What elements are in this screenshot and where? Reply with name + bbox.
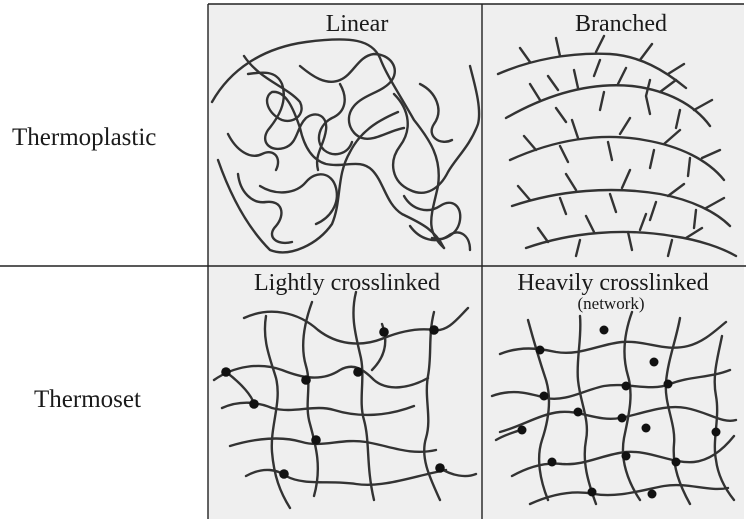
crosslink-node bbox=[600, 326, 609, 335]
crosslink-node bbox=[622, 452, 631, 461]
cell-branched-background bbox=[482, 4, 744, 266]
crosslink-node bbox=[518, 426, 527, 435]
crosslink-node bbox=[435, 463, 445, 473]
crosslink-node bbox=[712, 428, 721, 437]
crosslink-node bbox=[672, 458, 681, 467]
crosslink-node bbox=[279, 469, 289, 479]
row-label-thermoset: Thermoset bbox=[34, 386, 141, 413]
crosslink-node bbox=[622, 382, 631, 391]
cell-subtitle-network: (network) bbox=[577, 294, 644, 313]
crosslink-node bbox=[540, 392, 549, 401]
crosslink-node bbox=[548, 458, 557, 467]
cell-title-linear: Linear bbox=[326, 11, 389, 37]
crosslink-node bbox=[249, 399, 259, 409]
cell-title-lightly-crosslinked: Lightly crosslinked bbox=[254, 270, 440, 296]
crosslink-node bbox=[664, 380, 673, 389]
cell-linear-background bbox=[208, 4, 482, 266]
crosslink-node bbox=[311, 435, 321, 445]
crosslink-node bbox=[642, 424, 651, 433]
crosslink-node bbox=[588, 488, 597, 497]
cell-title-branched: Branched bbox=[575, 11, 667, 37]
crosslink-node bbox=[650, 358, 659, 367]
crosslink-node bbox=[379, 327, 389, 337]
crosslink-node bbox=[429, 325, 439, 335]
cell-title-heavily-crosslinked: Heavily crosslinked bbox=[517, 270, 708, 296]
crosslink-node bbox=[536, 346, 545, 355]
crosslink-node bbox=[221, 367, 231, 377]
crosslink-node bbox=[353, 367, 363, 377]
crosslink-node bbox=[618, 414, 627, 423]
crosslink-node bbox=[301, 375, 311, 385]
crosslink-node bbox=[648, 490, 657, 499]
row-label-thermoplastic: Thermoplastic bbox=[12, 124, 156, 151]
crosslink-node bbox=[574, 408, 583, 417]
